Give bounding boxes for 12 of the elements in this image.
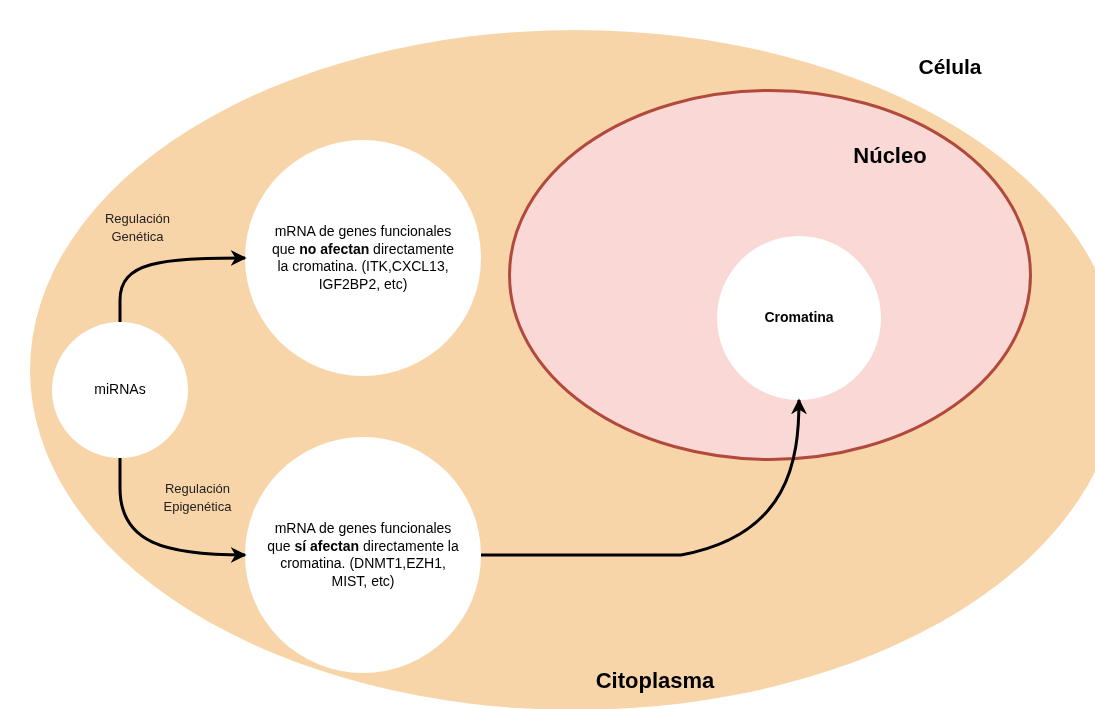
mrna-description: mRNA de genes funcionales que no afectan directamente la cromatina. (ITK,CXCL13, IGF2BP2, etc)	[270, 223, 456, 293]
mirna-label: miRNAs	[93, 381, 147, 399]
arrow	[481, 398, 807, 557]
arrow	[118, 250, 247, 322]
nucleus-label: Núcleo	[852, 142, 928, 170]
edge-label: Regulación Epigenética	[162, 480, 233, 517]
cell-label: Célula	[917, 54, 983, 80]
mrna-description: mRNA de genes funcionales que sí afectan directamente la cromatina. (DNMT1,EZH1, MIST, etc)	[266, 520, 460, 590]
chromatin-label: Cromatina	[763, 309, 835, 327]
cytoplasm-label: Citoplasma	[594, 667, 716, 695]
edge-label: Regulación Genética	[103, 210, 171, 247]
arrow	[118, 458, 247, 563]
